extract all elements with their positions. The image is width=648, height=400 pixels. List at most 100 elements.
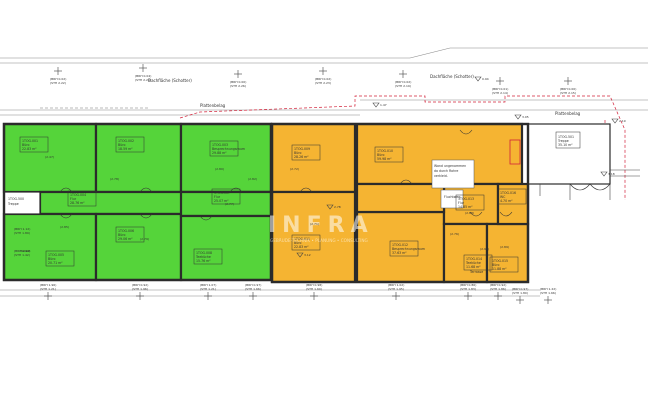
orange-room-label-6-area: 11.68 m² bbox=[466, 265, 481, 269]
level-mark-4-value: 2.19 bbox=[619, 119, 626, 123]
wall-note-3: verkleid. bbox=[434, 174, 448, 178]
bottom-marker-9-brh: (BRH 0.97) bbox=[512, 287, 528, 291]
bottom-marker-9: (BRH 0.97)(STH 1.80) bbox=[512, 287, 528, 304]
orange-room-label-4-box bbox=[389, 240, 419, 257]
roof-label-left: Dachfläche (Schotter) bbox=[148, 78, 192, 83]
orange-room-label-5-area: 14.85 m² bbox=[458, 205, 473, 209]
elevation-markers-left: (BRH 1.12)(STH 1.89)(BRH 0.98)(STH 1.42) bbox=[14, 227, 30, 257]
green-room-label-6-box bbox=[115, 226, 145, 243]
bottom-marker-1-sth: (STH 1.21) bbox=[40, 287, 56, 291]
bottom-marker-5-brh: (BRH 0.98) bbox=[306, 283, 322, 287]
room-height-label-8: (2.77) bbox=[225, 202, 234, 206]
top-marker-6-sth: (STH 2.14) bbox=[492, 91, 508, 95]
green-room-label-3-area: 29.88 m² bbox=[212, 151, 227, 155]
orange-room-label-5-id: 1TOG.013 bbox=[458, 197, 474, 201]
green-room-label-8-name: Teeküche bbox=[195, 255, 211, 259]
level-mark-1: 1.47 bbox=[372, 102, 387, 108]
green-room-label-5-id: 1TOG.005 bbox=[48, 253, 64, 257]
room-1tog-501-id: 1TOG.501 bbox=[558, 135, 574, 139]
green-room-label-1-area: 22.83 m² bbox=[22, 147, 37, 151]
left-marker-2-brh: (BRH 0.98) bbox=[14, 249, 30, 253]
green-room-label-7-id: 1TOG.007 bbox=[214, 191, 230, 195]
green-room-label-2-box bbox=[115, 136, 145, 153]
top-marker-7: (BRH 0.00)(STH 2.15) bbox=[560, 77, 576, 95]
left-marker-1-sth: (STH 1.89) bbox=[14, 231, 30, 235]
level-mark-4: 2.19 bbox=[611, 118, 626, 124]
orange-room-label-3-box bbox=[291, 234, 321, 251]
top-marker-4: (BRH 0.02)(STH 2.23) bbox=[315, 67, 331, 85]
orange-room-label-7-id: 1TOG.015 bbox=[492, 259, 508, 263]
orange-room-label-3-id: 1TOG.011 bbox=[294, 237, 310, 241]
bottom-marker-10-brh: (BRH 1.22) bbox=[540, 287, 556, 291]
bottom-marker-10: (BRH 1.22)(STH 1.66) bbox=[540, 287, 556, 304]
room-height-labels: Podest(2.47)(2.78)(2.80)(2.82)(2.85)(2.7… bbox=[20, 155, 509, 253]
bottom-marker-3-sth: (STH 1.21) bbox=[200, 287, 216, 291]
watermark-sub: GEBÄUDE-TECHNIK • PLANUNG • CONSULTING bbox=[270, 238, 368, 243]
top-marker-6: (BRH 0.01)(STH 2.14) bbox=[492, 77, 508, 95]
room-height-label-2: (2.47) bbox=[45, 155, 54, 159]
green-room-label-7-name: Flur bbox=[214, 195, 221, 199]
orange-room-label-8-area: 4.70 m² bbox=[500, 199, 513, 203]
room-1tog-009 bbox=[270, 122, 357, 194]
left-marker-2-sth: (STH 1.42) bbox=[14, 253, 30, 257]
orange-room-label-2-id: 1TOG.010 bbox=[377, 149, 393, 153]
bottom-marker-2: (BRH 0.92)(STH 1.96) bbox=[132, 283, 148, 300]
room-1tog-501-label-box bbox=[555, 131, 581, 149]
green-room-label-5-name: Büro bbox=[48, 257, 55, 261]
green-room-label-2-area: 18.59 m² bbox=[118, 147, 133, 151]
bottom-marker-4-sth: (STH 1.66) bbox=[245, 287, 261, 291]
bottom-marker-2-brh: (BRH 0.92) bbox=[132, 283, 148, 287]
bottom-marker-10-sth: (STH 1.66) bbox=[540, 291, 556, 295]
bottom-marker-9-sth: (STH 1.80) bbox=[512, 291, 528, 295]
watermark-main: INFRA bbox=[268, 213, 374, 238]
orange-room-label-5-box bbox=[455, 194, 485, 211]
level-mark-1-value: 1.47 bbox=[380, 103, 387, 107]
orange-rooms bbox=[270, 122, 530, 284]
orange-room-label-2-name: Büro bbox=[377, 153, 384, 157]
roof-outline bbox=[0, 47, 648, 297]
door-swings bbox=[59, 129, 513, 221]
bottom-marker-6-brh: (BRH 1.02) bbox=[388, 283, 404, 287]
bottom-marker-7-sth: (STH 1.83) bbox=[460, 287, 476, 291]
level-mark-6-value: 2.78 bbox=[334, 205, 341, 209]
room-height-label-11: (2.76) bbox=[450, 232, 459, 236]
room-height-label-10: (2.71) bbox=[310, 222, 319, 226]
green-room-label-7-box bbox=[211, 188, 241, 205]
green-room-label-5-area: 20.71 m² bbox=[48, 261, 63, 265]
top-marker-4-sth: (STH 2.23) bbox=[315, 81, 331, 85]
orange-room-label-7-name: Büro bbox=[492, 263, 499, 267]
orange-room-label-4-area: 37.63 m² bbox=[392, 251, 407, 255]
roof-label-right: Dachfläche (Schotter) bbox=[430, 74, 474, 79]
room-1tog-008 bbox=[179, 214, 273, 282]
flucht-label: Fluchtweg bbox=[444, 195, 460, 199]
elevation-markers-top: (BRH 0.02)(STH 2.22)(BRH 0.04)(STH 2.24)… bbox=[50, 64, 576, 95]
top-marker-6-brh: (BRH 0.01) bbox=[492, 87, 508, 91]
level-mark-3: 3.05 bbox=[514, 114, 529, 120]
orange-room-label-1-area: 28.26 m² bbox=[294, 155, 309, 159]
top-marker-1-sth: (STH 2.22) bbox=[50, 81, 66, 85]
bottom-marker-7: (BRH 0.86)(STH 1.83) bbox=[460, 283, 476, 300]
green-room-label-1-id: 1TOG.001 bbox=[22, 139, 38, 143]
wall-note-2: da durch Rohre bbox=[434, 169, 458, 173]
level-mark-5: 3.18 bbox=[600, 171, 615, 177]
top-marker-3: (BRH 0.00)(STH 2.26) bbox=[230, 70, 246, 88]
bottom-marker-3-brh: (BRH 1.07) bbox=[200, 283, 216, 287]
room-height-label-14: (2.88) bbox=[465, 211, 474, 215]
bottom-marker-6: (BRH 1.02)(STH 1.95) bbox=[388, 283, 404, 300]
bottom-marker-5: (BRH 0.98)(STH 1.60) bbox=[306, 283, 322, 300]
bottom-marker-7-brh: (BRH 0.86) bbox=[460, 283, 476, 287]
top-marker-2-brh: (BRH 0.04) bbox=[135, 74, 151, 78]
top-marker-3-brh: (BRH 0.00) bbox=[230, 80, 246, 84]
top-marker-5: (BRH 0.02)(STH 2.19) bbox=[395, 70, 411, 88]
orange-room-label-2-area: 59.98 m² bbox=[377, 157, 392, 161]
flucht-box bbox=[440, 189, 464, 209]
bottom-marker-6-sth: (STH 1.95) bbox=[388, 287, 404, 291]
